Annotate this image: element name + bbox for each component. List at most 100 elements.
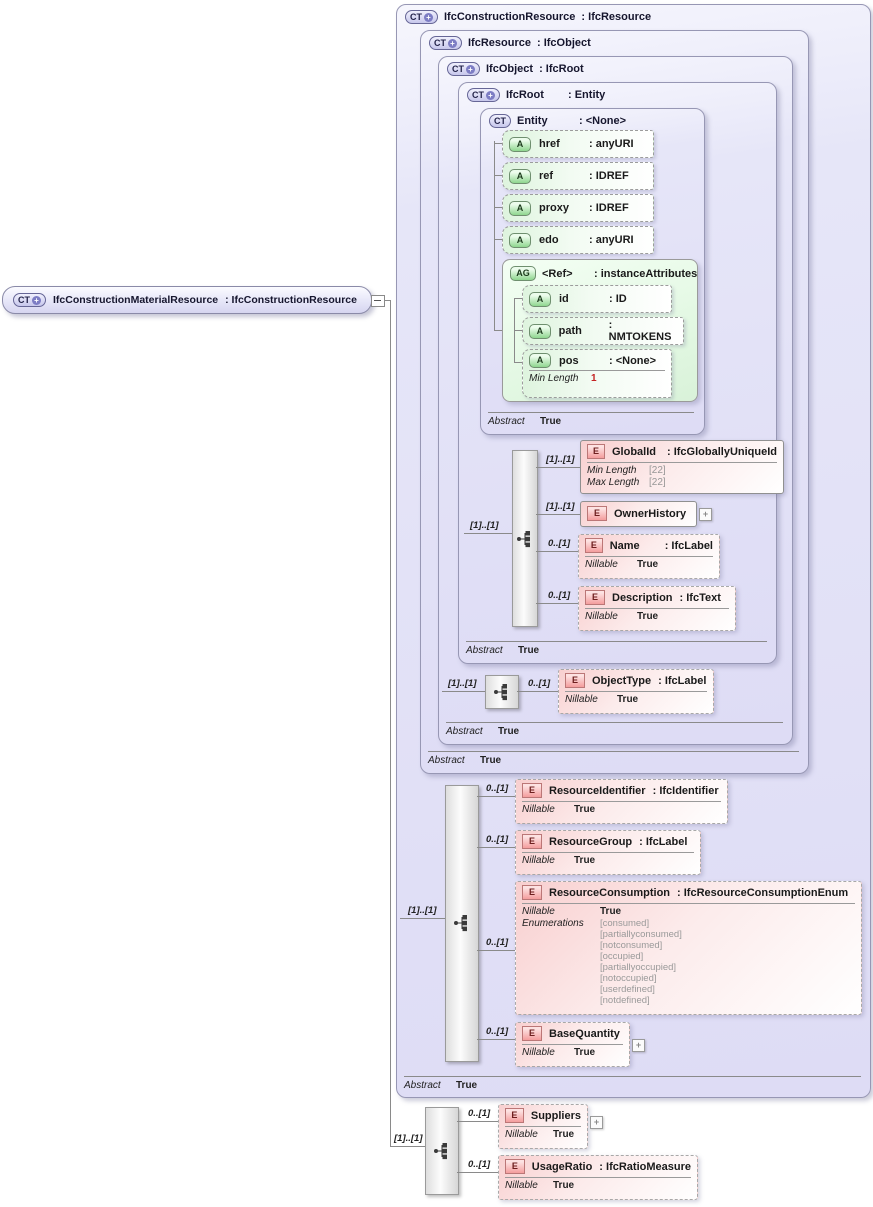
attribute-badge-icon: A [529, 353, 551, 368]
attribute-name: href [539, 138, 560, 150]
element-badge-icon: E [522, 834, 542, 849]
complextype-header: CT Entity : <None> [489, 114, 626, 128]
base-type: : IfcObject [536, 37, 591, 49]
connector [390, 1146, 425, 1147]
derived-plus-icon: + [424, 12, 433, 22]
derived-plus-icon: + [32, 295, 41, 305]
element-name: Description [612, 591, 673, 604]
attribute-type: : anyURI [589, 138, 634, 150]
complextype-header: CT+ IfcConstructionResource : IfcResourc… [405, 10, 651, 24]
divider [404, 1076, 861, 1077]
ct-badge-icon: CT [489, 114, 511, 128]
element-badge-icon: E [585, 590, 605, 605]
group-type: : instanceAttributes [594, 267, 698, 280]
base-type: : IfcResource [581, 11, 652, 23]
base-type: : IfcRoot [539, 63, 584, 75]
connector [464, 533, 512, 534]
element-badge-icon: E [585, 538, 603, 553]
divider [466, 641, 767, 642]
cardinality-label: [1]..[1] [546, 454, 575, 465]
element-type: : IfcLabel [639, 835, 688, 848]
element-name: IfcConstructionMaterialResource [53, 294, 219, 306]
connector [457, 1172, 498, 1173]
attribute-id[interactable]: A id : ID [522, 285, 672, 313]
type-name: IfcResource [468, 37, 531, 49]
connector [494, 141, 495, 331]
connector [477, 847, 515, 848]
attribute-name: pos [559, 354, 579, 367]
element-badge-icon: E [522, 783, 542, 798]
cardinality-label: 0..[1] [468, 1159, 491, 1170]
sequence-compositor[interactable] [485, 675, 519, 709]
attribute-ref[interactable]: A ref : IDREF [502, 162, 654, 190]
element-type: : IfcRatioMeasure [599, 1160, 691, 1173]
element-name: ResourceGroup [549, 835, 633, 848]
element-name: UsageRatio [531, 1160, 593, 1173]
base-type: : Entity [568, 89, 606, 101]
cardinality-label: 0..[1] [486, 1026, 509, 1037]
element-globalid[interactable]: E GlobalId : IfcGloballyUniqueId Min Len… [580, 440, 784, 494]
facet-min-length: Min Length 1 [529, 373, 597, 384]
derived-plus-icon: + [466, 64, 475, 74]
cardinality-label: [1]..[1] [448, 678, 477, 689]
element-name: Suppliers [530, 1109, 581, 1122]
expand-icon[interactable]: + [699, 508, 712, 521]
attribute-pos[interactable]: A pos : <None> Min Length 1 [522, 349, 672, 398]
element-type: : IfcText [679, 591, 721, 604]
element-resourceidentifier[interactable]: E ResourceIdentifier : IfcIdentifier Nil… [515, 779, 728, 824]
element-badge-icon: E [505, 1108, 524, 1123]
cardinality-label: 0..[1] [548, 590, 571, 601]
sequence-compositor[interactable] [425, 1107, 459, 1195]
element-resourceconsumption[interactable]: E ResourceConsumption : IfcResourceConsu… [515, 881, 862, 1015]
element-ifcconstructionmaterialresource[interactable]: CT+ IfcConstructionMaterialResource : If… [2, 286, 372, 314]
collapse-handle[interactable] [371, 295, 385, 307]
attribute-badge-icon: A [509, 136, 531, 152]
element-ownerhistory[interactable]: E OwnerHistory [580, 501, 697, 527]
attribute-path[interactable]: A path : NMTOKENS [522, 317, 684, 345]
connector [477, 796, 515, 797]
element-name: ResourceIdentifier [549, 784, 646, 797]
divider [428, 751, 799, 752]
sequence-icon [454, 915, 467, 932]
attribute-proxy[interactable]: A proxy : IDREF [502, 194, 654, 222]
ct-badge-icon: CT+ [405, 10, 438, 24]
sequence-compositor[interactable] [445, 785, 479, 1062]
element-badge-icon: E [587, 506, 607, 521]
enumeration-values: [consumed] [partiallyconsumed] [notconsu… [600, 918, 682, 1006]
attribute-name: path [558, 325, 582, 337]
ct-badge-icon: CT+ [429, 36, 462, 50]
derived-plus-icon: + [448, 38, 457, 48]
connector [517, 691, 558, 692]
attribute-group-badge-icon: AG [510, 266, 536, 281]
attribute-edo[interactable]: A edo : anyURI [502, 226, 654, 254]
cardinality-label: 0..[1] [528, 678, 551, 689]
element-type: : IfcIdentifier [652, 784, 719, 797]
attribute-href[interactable]: A href : anyURI [502, 130, 654, 158]
connector [494, 143, 502, 144]
element-name: GlobalId [611, 445, 656, 458]
sequence-compositor[interactable] [512, 450, 538, 627]
base-type: : <None> [579, 115, 627, 127]
attribute-badge-icon: A [509, 200, 531, 216]
expand-icon[interactable]: + [590, 1116, 603, 1129]
cardinality-label: [1]..[1] [408, 905, 437, 916]
cardinality-label: [1]..[1] [546, 501, 575, 512]
expand-icon[interactable]: + [632, 1039, 645, 1052]
element-badge-icon: E [505, 1159, 525, 1174]
type-name: Entity [517, 115, 548, 127]
